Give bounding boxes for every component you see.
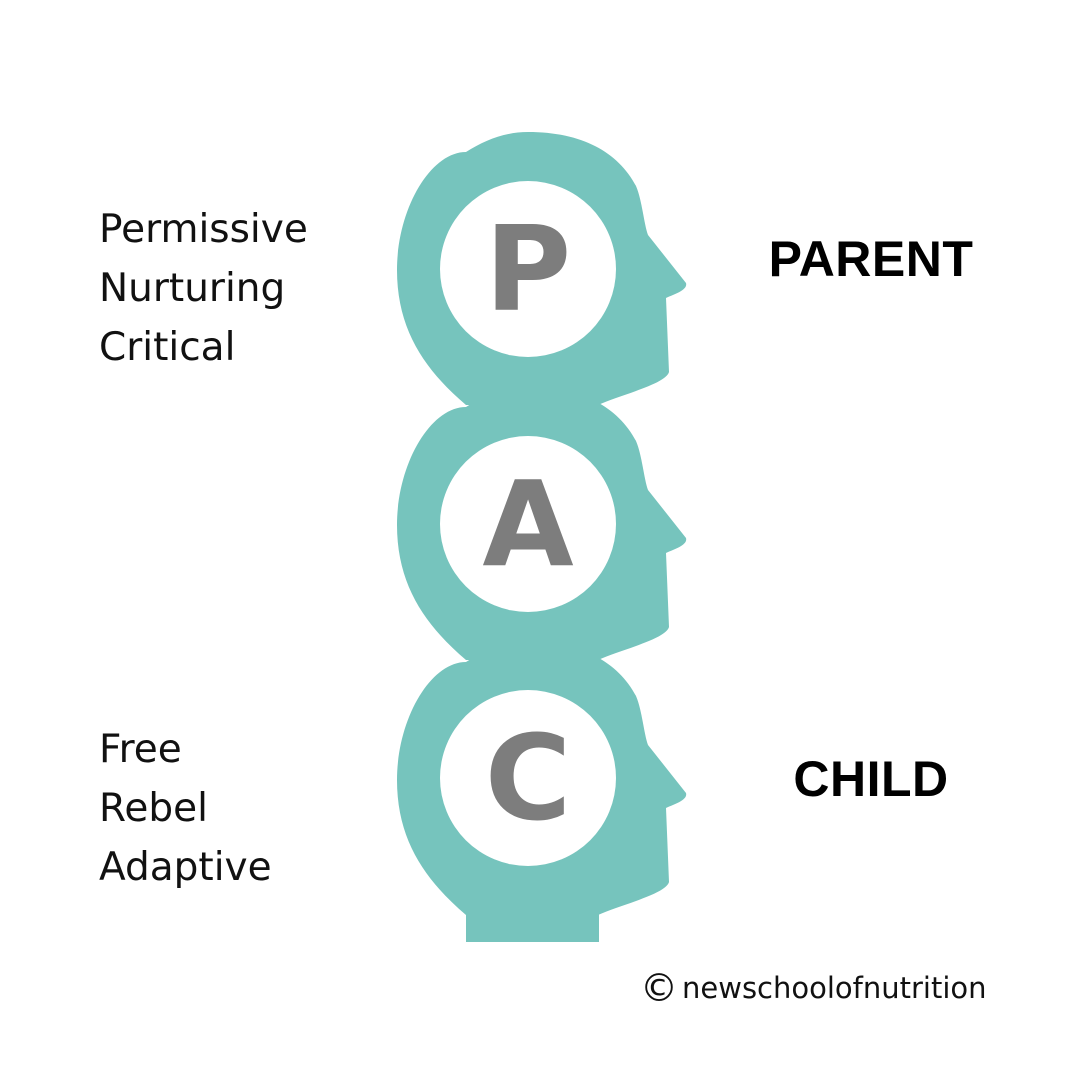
parent-trait-critical: Critical (99, 325, 236, 370)
copyright-icon: © (640, 966, 678, 1010)
child-letter: C (485, 709, 572, 847)
parent-trait-nurturing: Nurturing (99, 266, 286, 311)
adult-letter-circle (440, 436, 616, 612)
child-trait-rebel: Rebel (99, 786, 208, 831)
parent-trait-permissive: Permissive (99, 207, 308, 252)
credit-handle: newschoolofnutrition (682, 971, 987, 1005)
child-traits-list: Free Rebel Adaptive (99, 720, 272, 897)
child-letter-circle (440, 690, 616, 866)
child-state-label: CHILD (793, 751, 949, 807)
parent-letter: P (485, 200, 571, 338)
parent-letter-circle (440, 181, 616, 357)
child-trait-free: Free (99, 727, 182, 772)
copyright-credit: © newschoolofnutrition (640, 966, 987, 1010)
parent-state-label: PARENT (768, 231, 974, 287)
parent-traits-list: Permissive Nurturing Critical (99, 200, 308, 377)
adult-letter: A (482, 455, 573, 593)
child-trait-adaptive: Adaptive (99, 845, 272, 890)
